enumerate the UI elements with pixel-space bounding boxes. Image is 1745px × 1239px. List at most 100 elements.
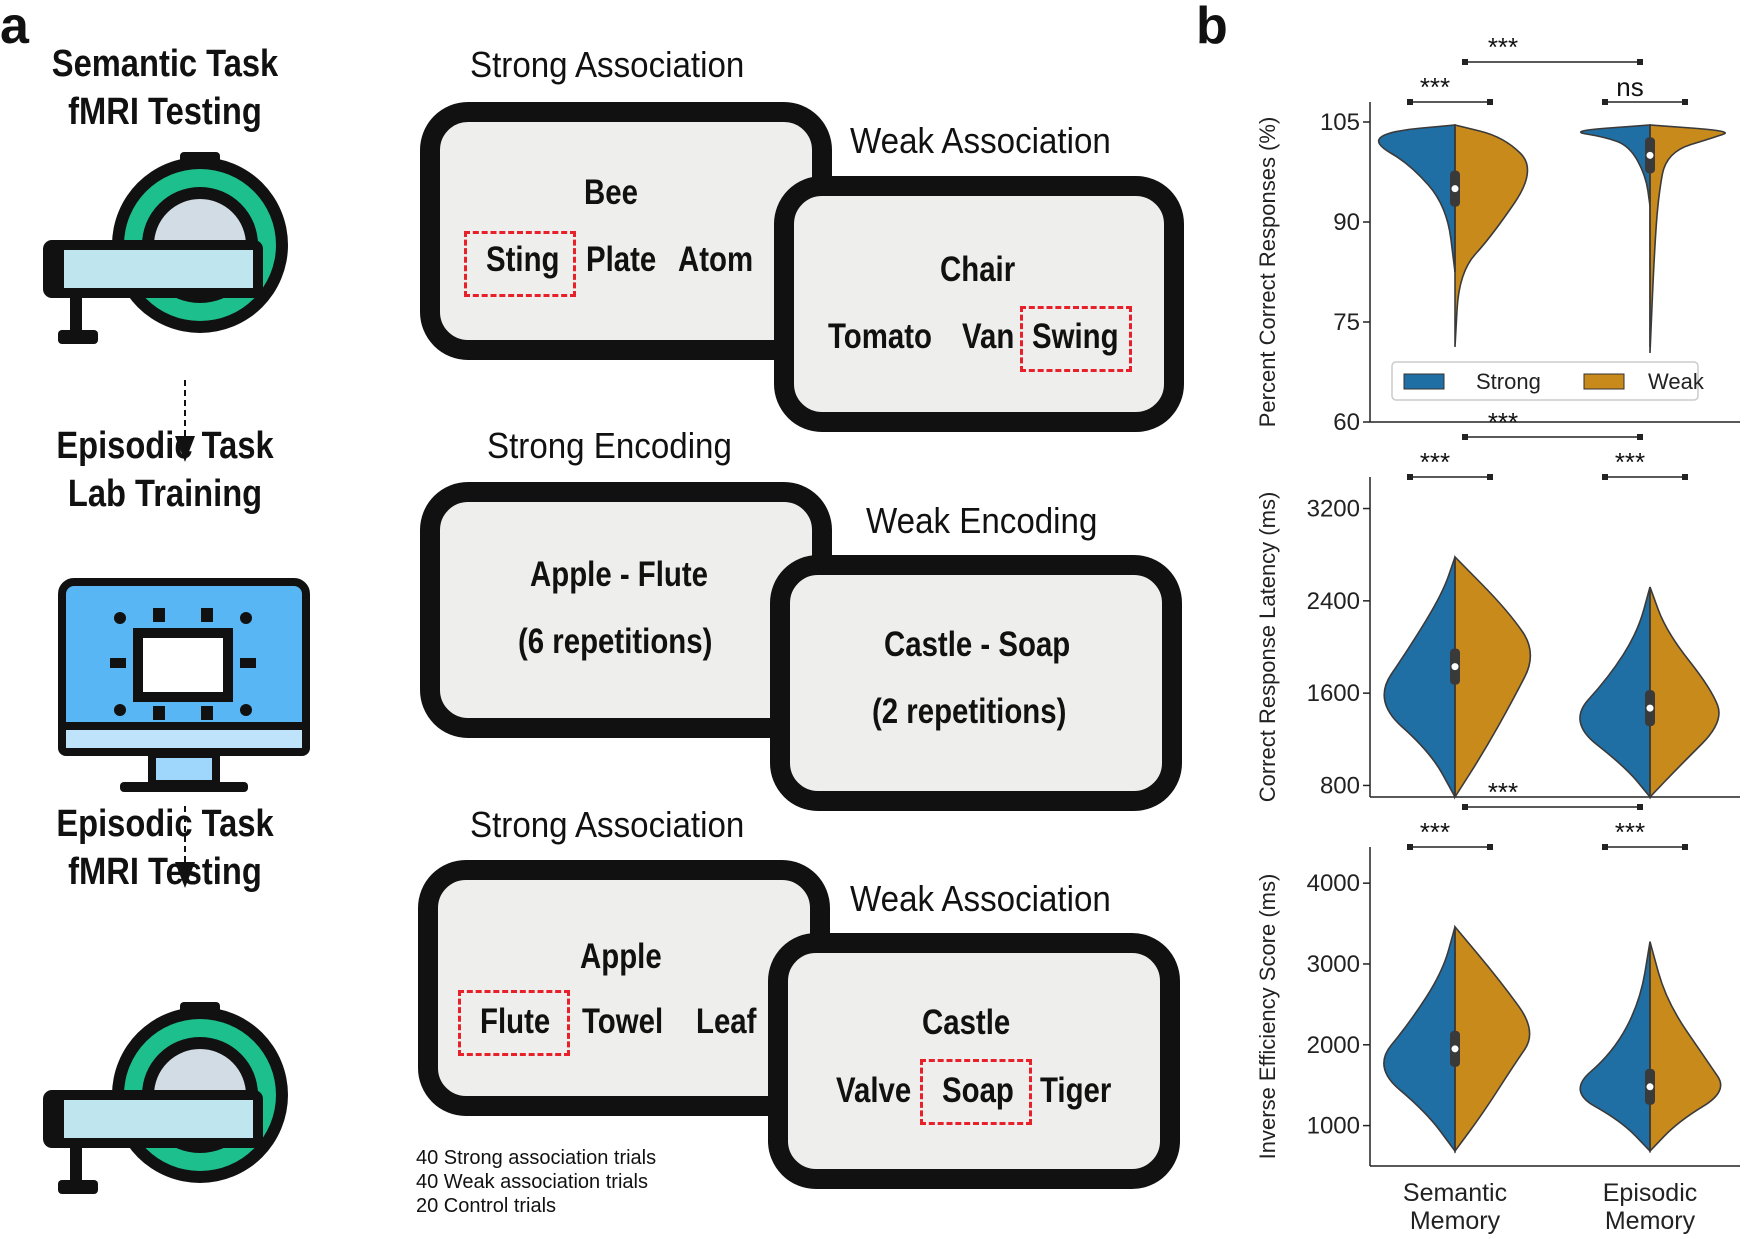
- significance-bracket-end: [1682, 474, 1688, 480]
- weak-encoding-screen: [770, 555, 1182, 811]
- encoding-pair: Apple - Flute: [530, 555, 709, 594]
- step-3-title-line1: Episodic Task: [56, 803, 274, 845]
- significance-marker: ***: [1420, 447, 1450, 477]
- violin-median-point: [1451, 1045, 1459, 1053]
- flow-arrow-down: [175, 806, 195, 888]
- significance-bracket-end: [1487, 99, 1493, 105]
- y-axis-label: Correct Response Latency (ms): [1255, 492, 1280, 803]
- violin-median-point: [1451, 185, 1459, 193]
- option-word: Plate: [586, 240, 657, 279]
- option-word: Swing: [1032, 317, 1119, 356]
- step-1-title: Semantic Task fMRI Testing: [40, 40, 289, 136]
- cue-word: Castle: [922, 1003, 1011, 1042]
- panel-b-label: b: [1196, 0, 1228, 55]
- panel-a-label: a: [0, 0, 29, 55]
- strong-violin-half: [1579, 586, 1651, 800]
- option-word: Valve: [836, 1071, 912, 1110]
- cue-word: Bee: [584, 173, 638, 212]
- y-axis-label: Percent Correct Responses (%): [1255, 117, 1280, 428]
- weak-violin-half: [1649, 586, 1720, 799]
- x-tick-label: Episodic: [1603, 1179, 1698, 1207]
- legend-swatch-strong: [1403, 373, 1445, 390]
- step-1-title-line1: Semantic Task: [51, 43, 279, 85]
- correct-target-box: [458, 990, 570, 1056]
- significance-bracket-end: [1407, 99, 1413, 105]
- strong-violin-half: [1383, 926, 1456, 1154]
- violin-median-point: [1646, 1083, 1654, 1091]
- y-tick-label: 4000: [1307, 870, 1360, 897]
- significance-bracket-end: [1487, 844, 1493, 850]
- violin-median-point: [1451, 663, 1459, 671]
- significance-marker: ***: [1488, 407, 1518, 437]
- significance-bracket-end: [1637, 434, 1643, 440]
- correct-target-box: [1020, 306, 1132, 372]
- trial-count-line: 40 Strong association trials: [416, 1147, 657, 1169]
- strong-violin-half: [1579, 941, 1651, 1154]
- y-tick-label: 2000: [1307, 1032, 1360, 1059]
- legend-label-strong: Strong: [1476, 369, 1541, 394]
- option-word: Tiger: [1040, 1071, 1112, 1110]
- significance-marker: ***: [1488, 777, 1518, 807]
- option-word: Towel: [582, 1002, 664, 1041]
- step-3-title: Episodic Task fMRI Testing: [40, 800, 289, 896]
- weak-violin-half: [1649, 941, 1722, 1154]
- weak-association-screen: [768, 933, 1180, 1189]
- card-heading-weak: Weak Encoding: [866, 500, 1098, 541]
- strong-violin-half: [1580, 124, 1651, 207]
- option-word: Van: [962, 317, 1015, 356]
- significance-bracket-end: [1462, 59, 1468, 65]
- y-tick-label: 3200: [1307, 496, 1360, 523]
- significance-bracket-end: [1462, 804, 1468, 810]
- strong-encoding-screen: [420, 482, 832, 738]
- y-tick-label: 1600: [1307, 680, 1360, 707]
- strong-violin-half: [1383, 556, 1456, 798]
- significance-bracket-end: [1637, 59, 1643, 65]
- violin-median-point: [1646, 151, 1654, 159]
- card-heading-weak: Weak Association: [850, 878, 1111, 919]
- y-tick-label: 3000: [1307, 951, 1360, 978]
- significance-bracket-end: [1637, 804, 1643, 810]
- option-word: Flute: [480, 1002, 551, 1041]
- y-tick-label: 90: [1333, 209, 1360, 236]
- strong-violin-half: [1377, 124, 1456, 273]
- trial-count-line: 20 Control trials: [416, 1195, 557, 1217]
- significance-marker: ***: [1615, 817, 1645, 847]
- y-tick-label: 2400: [1307, 588, 1360, 615]
- y-tick-label: 105: [1320, 109, 1360, 136]
- x-tick-label: Semantic: [1403, 1179, 1507, 1207]
- card-heading-weak: Weak Association: [850, 120, 1111, 161]
- y-tick-label: 60: [1333, 409, 1360, 436]
- option-word: Sting: [486, 240, 560, 279]
- option-word: Leaf: [696, 1002, 757, 1041]
- flow-arrow-down: [175, 380, 195, 462]
- violin-median-point: [1646, 704, 1654, 712]
- x-tick-label: Memory: [1605, 1207, 1696, 1235]
- x-tick-label: Memory: [1410, 1207, 1501, 1235]
- mri-scanner-icon: [43, 152, 288, 344]
- significance-bracket-end: [1602, 99, 1608, 105]
- significance-bracket-end: [1602, 844, 1608, 850]
- weak-violin-half: [1649, 124, 1726, 354]
- significance-bracket-end: [1462, 434, 1468, 440]
- cue-word: Apple: [580, 937, 662, 976]
- strong-association-screen: [418, 860, 830, 1116]
- y-tick-label: 75: [1333, 309, 1360, 336]
- card-heading-strong: Strong Encoding: [487, 425, 732, 466]
- computer-monitor-icon: [58, 578, 310, 792]
- mri-scanner-icon: [43, 1002, 288, 1194]
- encoding-pair: Castle - Soap: [884, 625, 1071, 664]
- significance-marker: ns: [1616, 72, 1643, 102]
- y-axis-label: Inverse Efficiency Score (ms): [1255, 874, 1280, 1160]
- trial-count-line: 40 Weak association trials: [416, 1171, 648, 1193]
- significance-bracket-end: [1682, 844, 1688, 850]
- correct-target-box: [920, 1059, 1032, 1125]
- significance-marker: ***: [1615, 447, 1645, 477]
- weak-association-screen: [774, 176, 1184, 432]
- step-2-title-line1: Episodic Task: [56, 425, 274, 467]
- y-tick-label: 800: [1320, 772, 1360, 799]
- encoding-repetitions: (2 repetitions): [872, 692, 1067, 731]
- legend-box: [1391, 361, 1699, 401]
- step-2-title-line2: Lab Training: [67, 473, 263, 515]
- significance-bracket-end: [1682, 99, 1688, 105]
